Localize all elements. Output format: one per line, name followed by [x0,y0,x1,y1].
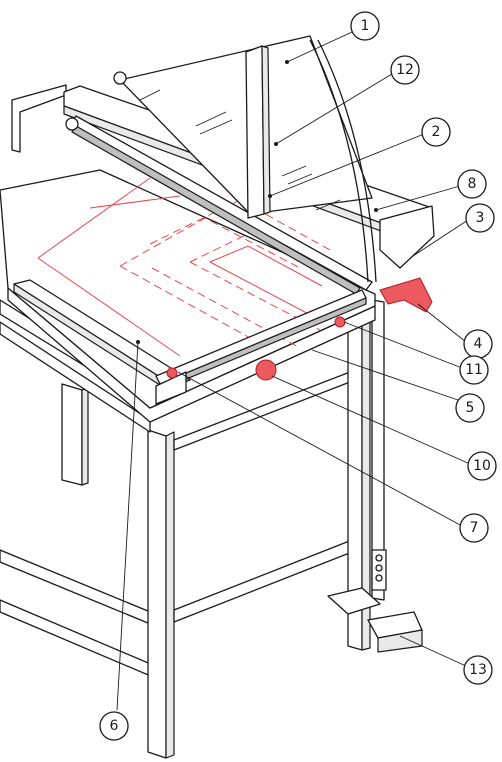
guard-glare-6 [315,199,341,211]
measuring-ruler [155,289,367,405]
back-left-leg [61,383,83,486]
blade-assembly [63,35,435,295]
callout-7-circle [459,513,489,543]
blade-arc-inner [317,39,377,283]
callout-10: 10 [467,451,497,481]
adjustment-wheel[interactable] [255,359,277,381]
callout-8: 8 [457,169,487,199]
callout-3-label: 3 [476,210,485,226]
sheet-outline-left [37,257,181,357]
sheet-dash-2b [151,267,301,349]
callout-13: 13 [463,655,493,685]
guard-glare-1 [139,89,161,101]
callout-2-label: 2 [432,124,441,140]
callout-5-circle [455,393,485,423]
cable-socket-2 [375,564,383,572]
callout-10-circle [467,451,497,481]
callout-5-label: 5 [466,400,475,416]
callout-12-label: 12 [396,62,414,78]
callout-11-label: 11 [465,362,483,378]
table-top [0,169,376,423]
front-left-leg [147,429,167,759]
handle-lever[interactable] [379,277,433,313]
rear-left-knob [113,71,127,85]
sheet-dash-1b [119,265,251,339]
left-table-edge [0,321,151,433]
guard-glare-2 [195,111,227,127]
callout-3: 3 [465,203,495,233]
callout-10-label: 10 [473,458,491,474]
callout-13-label: 13 [469,662,487,678]
blade-arc [309,39,369,283]
callout-7-label: 7 [470,520,479,536]
lower-front-crossbar [173,539,353,623]
safety-guard-plate [119,35,373,215]
paper-sheets [37,177,341,357]
callout-4-label: 4 [474,336,483,352]
cable-socket-1 [375,554,383,562]
guard-glare-3 [199,119,233,135]
side-lock-knob[interactable] [166,367,178,379]
red-controls [166,277,433,381]
clamp-screw [65,117,79,131]
pedal-lever [327,587,381,615]
callout-8-circle [457,169,487,199]
sheet-dash-back [89,195,181,209]
callout-8-label: 8 [468,176,477,192]
callout-6: 6 [99,711,129,741]
sheet-inner-left [209,261,321,321]
rear-left-bracket [11,84,67,153]
sheet-inner-top [209,245,323,287]
callout-4: 4 [463,329,493,359]
callout-1: 1 [350,11,380,41]
front-stop-knob[interactable] [334,316,346,328]
callout-6-circle [99,711,129,741]
sheet-dash-2 [149,199,331,251]
guard-glare-5 [287,173,313,185]
right-housing [379,205,435,269]
guard-centre-post [245,45,265,219]
front-left-leg-side [165,431,175,759]
callout-6-label: 6 [110,718,119,734]
guard-post-side [261,45,271,215]
back-right-leg [371,299,385,601]
callout-11-circle [459,355,489,385]
leader-lines [116,31,471,711]
callout-1-circle [350,11,380,41]
callout-2: 2 [421,117,451,147]
callout-11: 11 [459,355,489,385]
callout-3-circle [465,203,495,233]
sheet-dash-1 [119,217,301,269]
callout-2-circle [421,117,451,147]
cable-box [371,549,387,591]
callout-5: 5 [455,393,485,423]
callout-12-circle [390,55,420,85]
back-left-leg-side [81,387,89,486]
callout-1-label: 1 [361,18,370,34]
callout-13-circle [463,655,493,685]
foot-pedal [327,587,423,653]
sheet-outline-top [37,177,151,259]
cutting-surface [0,169,376,409]
guard-glare-4 [281,165,307,177]
callout-7: 7 [459,513,489,543]
cable-socket-3 [375,574,383,582]
callout-12: 12 [390,55,420,85]
